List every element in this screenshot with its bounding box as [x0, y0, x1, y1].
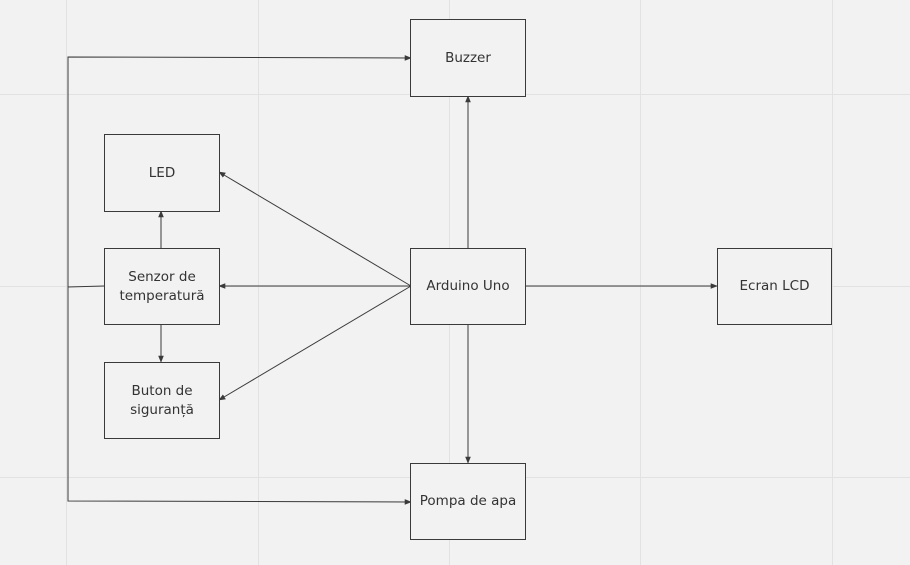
edge-arduino-led[interactable]: [218, 171, 412, 287]
node-arduino-label: Arduino Uno: [426, 278, 510, 294]
edge-senzor-pompa[interactable]: [67, 287, 412, 505]
node-pompa-apa[interactable]: Pompa de apa: [410, 463, 526, 540]
node-buton-label: Buton de siguranță: [130, 382, 194, 418]
node-buzzer[interactable]: Buzzer: [410, 19, 526, 97]
node-buzzer-label: Buzzer: [445, 49, 491, 66]
node-led[interactable]: LED: [104, 134, 220, 212]
edge-senzor-buzzer[interactable]: [67, 55, 412, 288]
node-led-label: LED: [148, 164, 176, 181]
node-buton-siguranta[interactable]: Buton de siguranță: [104, 362, 220, 439]
node-arduino-uno[interactable]: Arduino Uno: [410, 248, 526, 325]
node-pompa-label: Pompa de apa: [419, 493, 517, 509]
node-senzor-label: Senzor de temperatură: [119, 268, 205, 304]
edge-arduino-buton[interactable]: [218, 285, 412, 401]
node-senzor-temperatura[interactable]: Senzor de temperatură: [104, 248, 220, 325]
node-ecran-lcd[interactable]: Ecran LCD: [717, 248, 832, 325]
node-lcd-label: Ecran LCD: [739, 278, 810, 294]
